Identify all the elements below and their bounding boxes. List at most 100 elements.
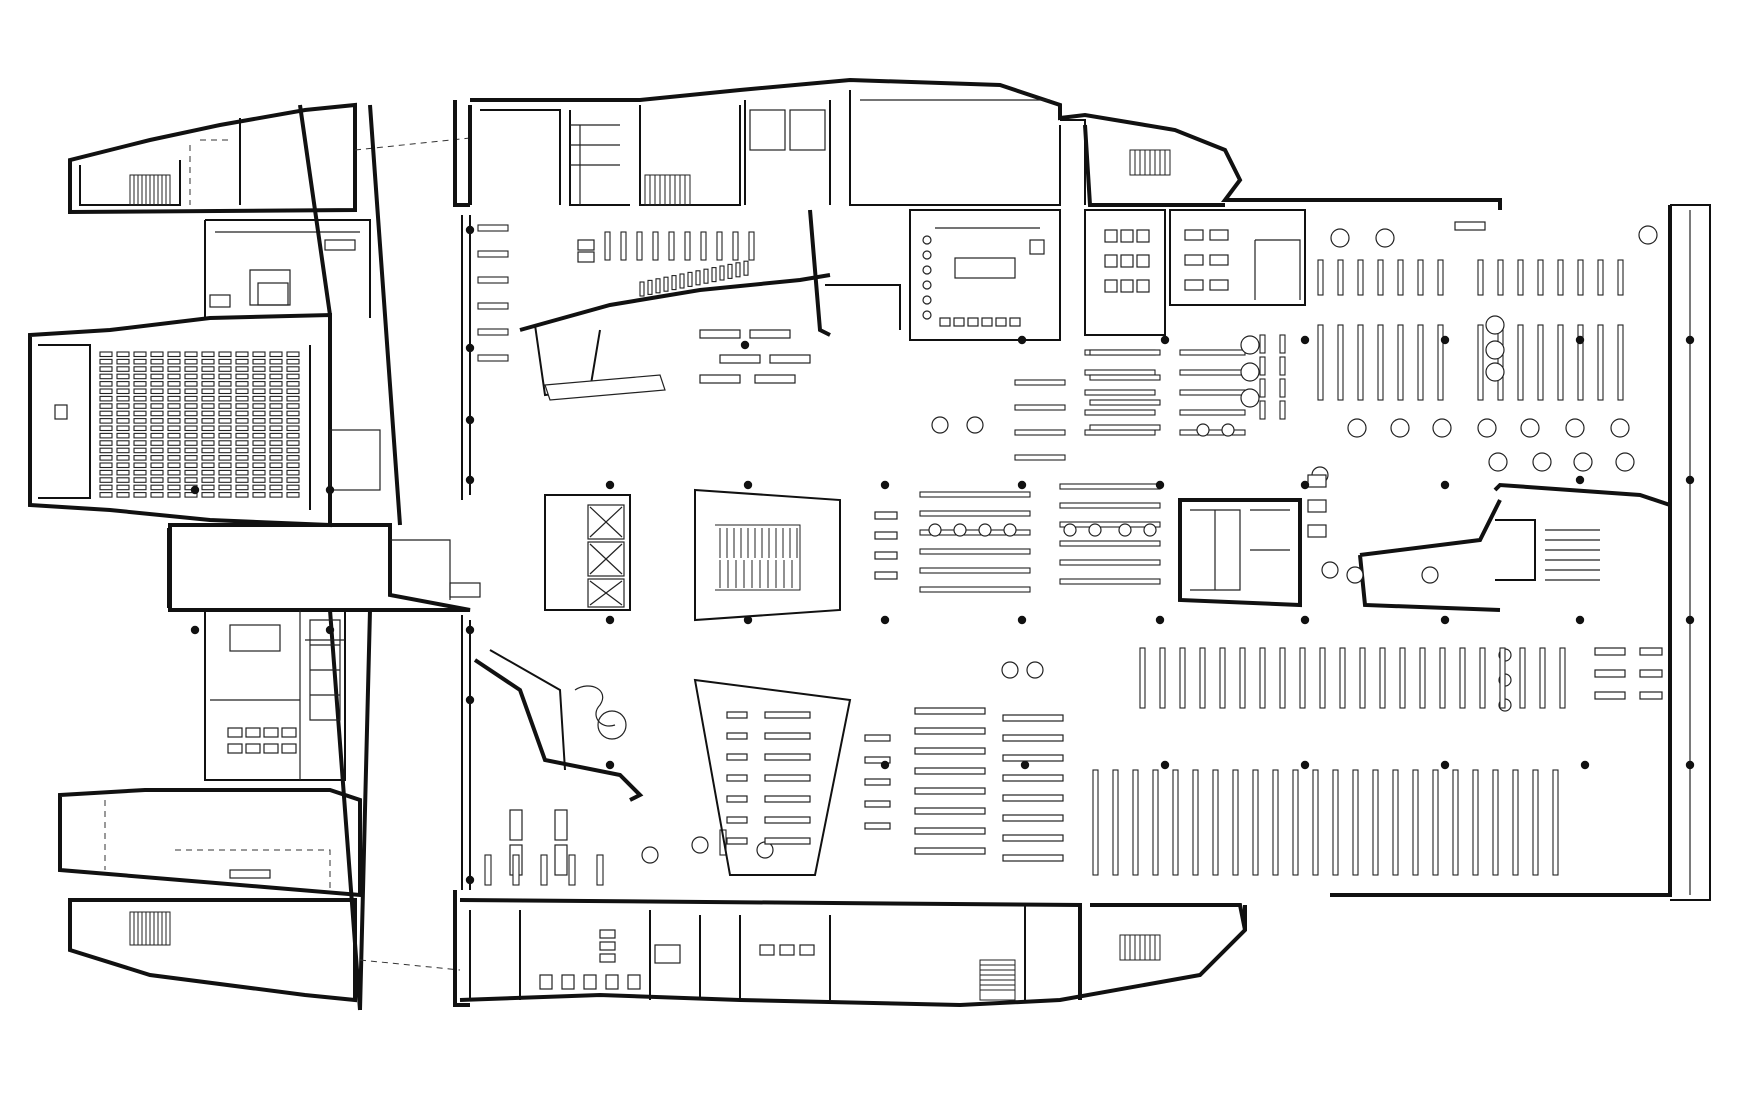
auditorium-seat [150,447,164,454]
auditorium-seat [99,447,113,454]
auditorium-seat [252,418,266,424]
column [325,625,335,635]
auditorium-seat [252,366,266,372]
column [465,875,475,885]
column [1440,480,1450,490]
auditorium-seat [286,469,300,476]
book-shelf [1259,334,1266,354]
auditorium-seat [235,469,249,476]
auditorium-seat [235,410,249,417]
auditorium-seat [133,447,147,454]
auditorium-seat [252,492,266,498]
reading-table [1002,814,1064,822]
book-shelf [1492,769,1499,876]
book-shelf [719,829,727,856]
book-shelf [540,854,548,886]
auditorium-seat [201,432,215,439]
auditorium-seat [150,388,164,395]
wedge-table [726,816,748,824]
auditorium-seat [269,403,283,409]
reading-table [1002,774,1064,782]
auditorium-seat [99,492,113,498]
book-shelf [711,267,717,283]
column [1580,760,1590,770]
column [1017,480,1027,490]
book-shelf [1497,324,1504,401]
auditorium-seat [218,432,232,439]
office-desk [227,727,243,738]
book-shelf [1312,769,1319,876]
auditorium-seat [235,462,249,469]
auditorium-seat [133,403,147,409]
auditorium-seat [150,462,164,469]
east-top-shelves [1084,259,1624,436]
book-shelf [1172,769,1179,876]
book-shelf [1259,356,1266,376]
office-desk [599,953,616,963]
left-upper-wing [68,102,471,215]
office-chair [953,317,965,327]
book-shelf [1179,389,1246,396]
office-chair [1009,317,1021,327]
workstation [1104,279,1118,293]
auditorium-seat [184,447,198,454]
auditorium-seat [150,484,164,491]
auditorium-seat [201,358,215,365]
auditorium-seat [218,447,232,454]
auditorium-seat [116,358,130,365]
book-shelf [596,854,604,886]
auditorium-seat [184,358,198,365]
auditorium-seat [184,425,198,432]
round-table [1610,418,1630,438]
study-table [749,329,791,339]
office-desk [799,944,815,956]
auditorium-seat [286,477,300,483]
round-table [1485,315,1505,335]
book-shelf [732,231,739,261]
book-shelf [1577,324,1584,401]
book-shelf [1392,769,1399,876]
book-shelf [1597,259,1604,296]
reading-table [1059,540,1161,547]
auditorium-seat [184,395,198,402]
office-chair [922,280,932,290]
book-shelf [604,231,611,261]
reading-table [864,778,891,786]
workstation [1184,279,1204,291]
auditorium-seat [133,351,147,358]
auditorium-seat [235,381,249,387]
auditorium-seat [218,477,232,483]
column [1685,475,1695,485]
column [1300,335,1310,345]
round-table [1485,362,1505,382]
auditorium-seat [133,477,147,483]
restroom-block [309,619,341,721]
auditorium-seat [235,432,249,439]
book-shelf [477,276,509,284]
workstation [1120,229,1134,243]
auditorium [28,312,381,528]
study-table [577,251,595,263]
auditorium-seat [218,381,232,387]
round-table [931,416,949,434]
auditorium-seat [252,425,266,432]
reading-table [1089,424,1161,431]
book-shelf [1179,429,1246,436]
office-desk [605,974,619,990]
auditorium-seat [133,455,147,461]
wedge-table [726,711,748,719]
workstation [1136,279,1150,293]
book-shelf [1332,769,1339,876]
round-table [1330,228,1350,248]
auditorium-seat [252,455,266,461]
office-desk [599,941,616,951]
auditorium-seat [252,373,266,380]
book-shelf [1179,409,1246,416]
workstation [1184,254,1204,266]
book-shelf [1084,409,1156,416]
book-shelf [1192,769,1199,876]
auditorium-seat [99,418,113,424]
book-shelf [671,275,677,291]
stair-treads [719,528,798,588]
auditorium-seat [167,418,181,424]
